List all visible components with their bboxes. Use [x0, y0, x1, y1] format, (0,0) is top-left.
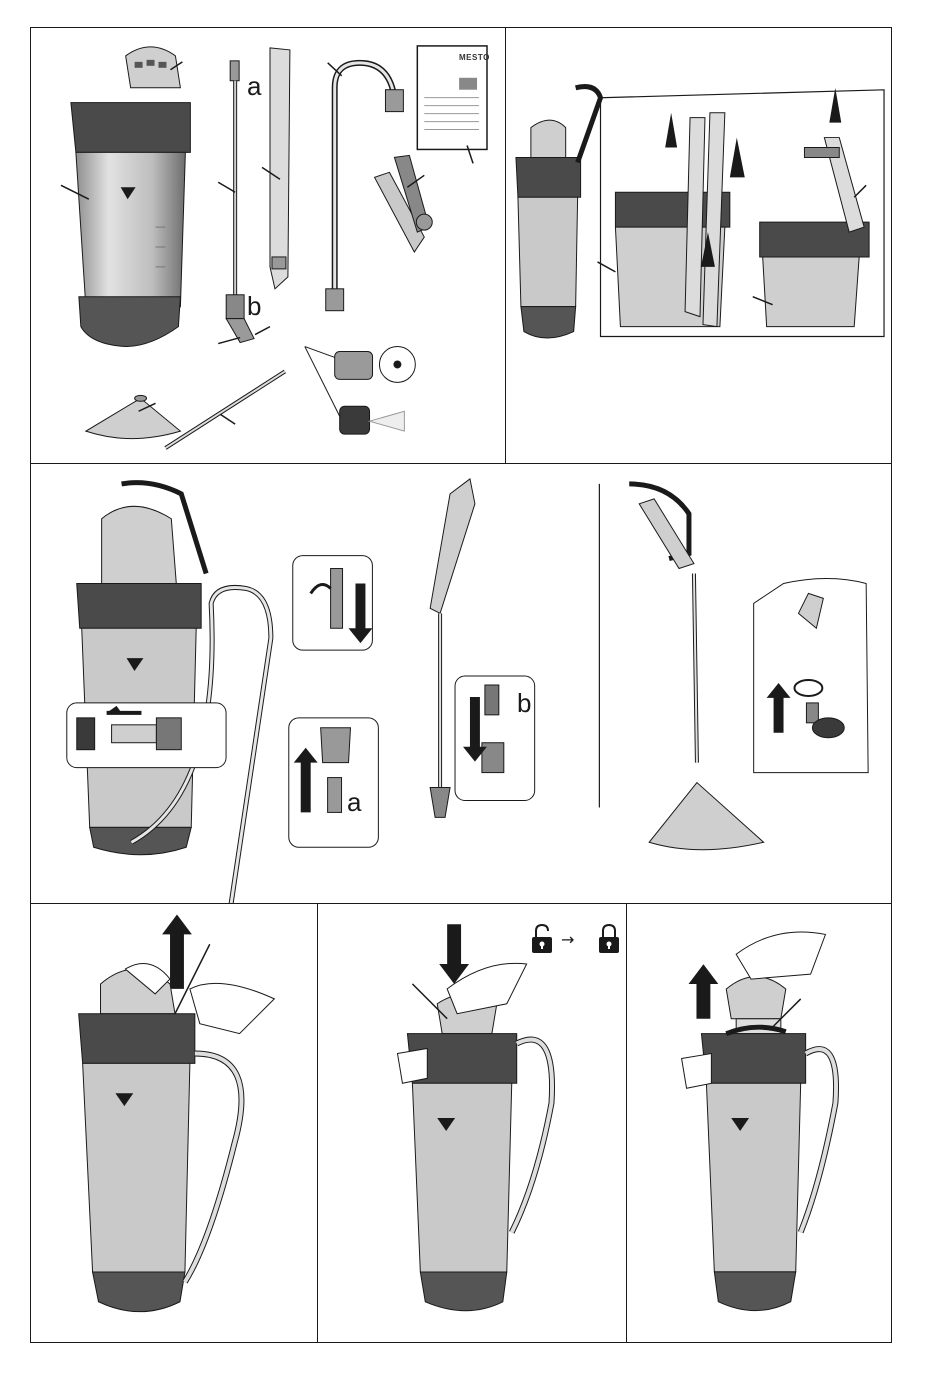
assembly-illustration: [31, 464, 891, 904]
panel-strap-attachment: [505, 27, 892, 465]
strap-detail-frame: [601, 88, 885, 337]
unscrew-cap-illustration: [627, 904, 891, 1342]
nozzle-detail: [305, 347, 415, 435]
lance-label-a: a: [247, 73, 261, 99]
sprayer-tank-step1: [79, 944, 275, 1311]
sprayer-tank: [71, 47, 190, 347]
panel-assembly: a b: [30, 463, 892, 905]
sprayer-with-hose: [77, 483, 271, 904]
lock-transition-arrow: →: [561, 930, 574, 949]
parts-overview-illustration: [31, 28, 506, 464]
spray-shield: [86, 395, 181, 438]
panel-lock-cap: →: [317, 903, 628, 1343]
panel-unscrew-cap: [626, 903, 892, 1343]
open-cap-illustration: [31, 904, 318, 1342]
shield-assembly: [629, 484, 868, 850]
connect-label-a: a: [347, 789, 361, 815]
shoulder-strap: [270, 48, 290, 289]
trigger-handle: [375, 155, 433, 252]
panel-parts-overview: a b MESTO: [30, 27, 507, 465]
sprayer-small: [516, 87, 601, 338]
manual-brand: MESTO: [459, 53, 490, 62]
lance-label-b: b: [247, 293, 261, 319]
panel-open-cap: [30, 903, 319, 1343]
lance-assembly: [430, 479, 535, 817]
strap-attachment-illustration: [506, 28, 891, 464]
connect-label-b: b: [517, 690, 531, 716]
hose-connector-detail: [67, 703, 226, 768]
padlock-closed-icon: [598, 924, 620, 954]
sprayer-tank-step2: [397, 963, 552, 1310]
lock-cap-illustration: [318, 904, 627, 1342]
valve-detail-top: [293, 556, 373, 651]
valve-detail-bottom: [289, 718, 379, 847]
padlock-open-icon: [531, 924, 553, 954]
lance-extension: [165, 371, 284, 448]
